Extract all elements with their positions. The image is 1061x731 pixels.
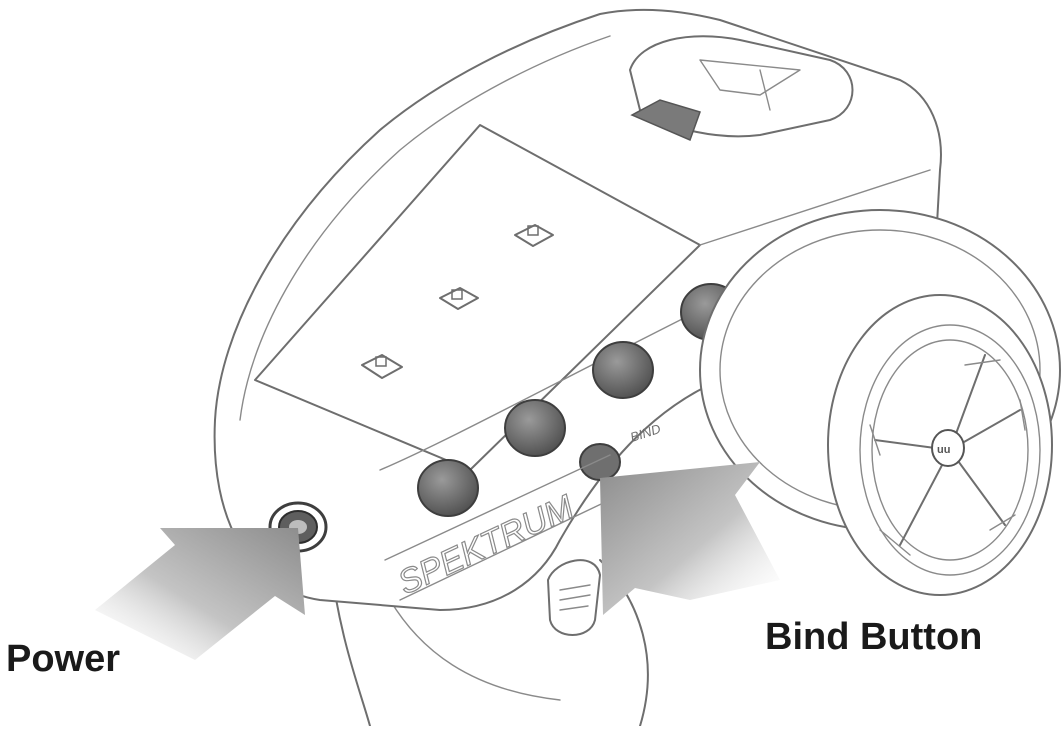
bind-button-callout-label: Bind Button [765,616,983,658]
knob [592,341,654,399]
trim-switch [514,224,554,247]
trim-switch [361,354,403,379]
throttle-trigger [547,559,601,636]
trim-switches [361,224,554,379]
power-arrow [95,528,305,660]
steering-wheel: uu [699,209,1061,596]
knob [417,459,479,517]
wheel-logo: uu [937,444,950,456]
knob [504,399,566,457]
trim-switch [439,287,479,310]
power-callout-label: Power [6,638,121,680]
bind-button-arrow [600,462,780,615]
